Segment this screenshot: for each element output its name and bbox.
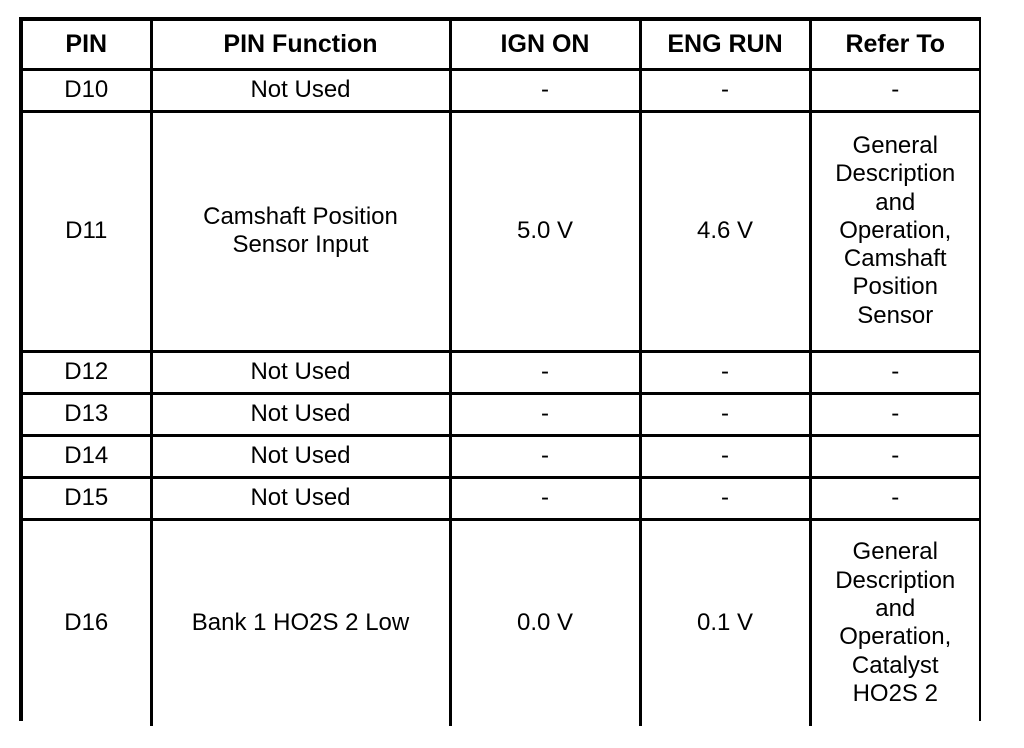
cell-pin: D13: [23, 393, 153, 437]
cell-eng-run: -: [640, 69, 812, 113]
table-row: D13 Not Used - - -: [23, 393, 979, 437]
cell-eng-run: -: [640, 351, 812, 395]
cell-ign-on: -: [450, 435, 642, 479]
cell-eng-run: -: [640, 435, 812, 479]
table-header: PIN PIN Function IGN ON ENG RUN Refer To: [23, 21, 979, 71]
table-row: D14 Not Used - - -: [23, 435, 979, 479]
cell-refer-to: -: [810, 435, 979, 479]
table-row: D10 Not Used - - -: [23, 69, 979, 113]
cell-eng-run: -: [640, 477, 812, 521]
cell-function: Not Used: [151, 435, 452, 479]
cell-function: Not Used: [151, 477, 452, 521]
cell-function: Bank 1 HO2S 2 Low: [151, 519, 452, 726]
table-row: D11 Camshaft Position Sensor Input 5.0 V…: [23, 111, 979, 353]
cell-pin: D14: [23, 435, 153, 479]
column-header-pin: PIN: [23, 21, 153, 71]
column-header-refer-to: Refer To: [810, 21, 979, 71]
cell-ign-on: -: [450, 477, 642, 521]
column-header-eng-run: ENG RUN: [640, 21, 812, 71]
cell-refer-to: General Description and Operation, Camsh…: [810, 111, 979, 353]
cell-function: Not Used: [151, 351, 452, 395]
cell-pin: D15: [23, 477, 153, 521]
cell-pin: D12: [23, 351, 153, 395]
cell-function: Not Used: [151, 393, 452, 437]
cell-ign-on: -: [450, 393, 642, 437]
table-header-row: PIN PIN Function IGN ON ENG RUN Refer To: [23, 21, 979, 71]
cell-ign-on: 0.0 V: [450, 519, 642, 726]
pin-table: PIN PIN Function IGN ON ENG RUN Refer To…: [23, 21, 979, 726]
cell-eng-run: 0.1 V: [640, 519, 812, 726]
table-row: D15 Not Used - - -: [23, 477, 979, 521]
table-row: D12 Not Used - - -: [23, 351, 979, 395]
table-body: D10 Not Used - - - D11 Camshaft Position…: [23, 69, 979, 726]
cell-function: Not Used: [151, 69, 452, 113]
cell-eng-run: -: [640, 393, 812, 437]
cell-function: Camshaft Position Sensor Input: [151, 111, 452, 353]
table-row: D16 Bank 1 HO2S 2 Low 0.0 V 0.1 V Genera…: [23, 519, 979, 726]
cell-pin: D16: [23, 519, 153, 726]
pin-function-table: PIN PIN Function IGN ON ENG RUN Refer To…: [19, 17, 981, 726]
cell-refer-to: -: [810, 351, 979, 395]
column-header-ign-on: IGN ON: [450, 21, 642, 71]
cell-pin: D11: [23, 111, 153, 353]
cell-ign-on: -: [450, 69, 642, 113]
cell-refer-to: -: [810, 393, 979, 437]
cell-refer-to: General Description and Operation, Catal…: [810, 519, 979, 726]
cell-refer-to: -: [810, 69, 979, 113]
cell-ign-on: -: [450, 351, 642, 395]
column-header-function: PIN Function: [151, 21, 452, 71]
cell-pin: D10: [23, 69, 153, 113]
cell-ign-on: 5.0 V: [450, 111, 642, 353]
cell-eng-run: 4.6 V: [640, 111, 812, 353]
cell-refer-to: -: [810, 477, 979, 521]
